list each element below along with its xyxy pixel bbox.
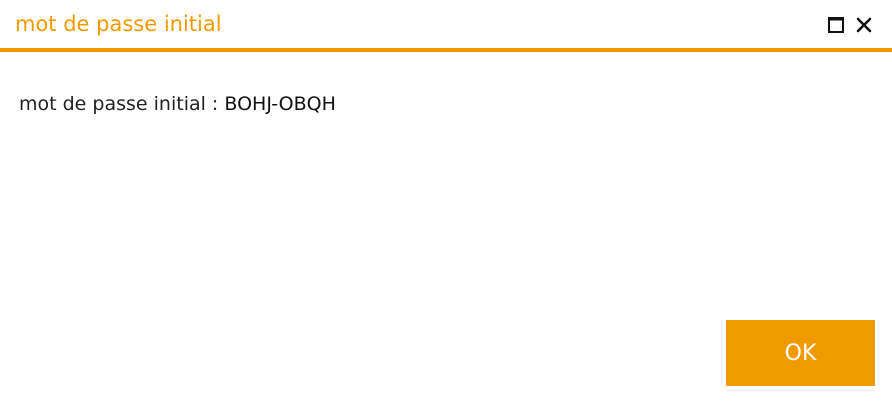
close-icon: [856, 17, 872, 33]
initial-password-value: BOHJ-OBQH: [224, 93, 336, 115]
dialog-title: mot de passe initial: [15, 12, 222, 36]
password-label: mot de passe initial :: [19, 93, 219, 115]
password-message: mot de passe initial : BOHJ-OBQH: [19, 90, 336, 118]
ok-button[interactable]: OK: [726, 320, 875, 386]
dialog-titlebar: mot de passe initial: [0, 0, 892, 52]
maximize-icon: [828, 17, 844, 33]
window-controls: [826, 15, 874, 35]
close-button[interactable]: [854, 15, 874, 35]
maximize-button[interactable]: [826, 15, 846, 35]
